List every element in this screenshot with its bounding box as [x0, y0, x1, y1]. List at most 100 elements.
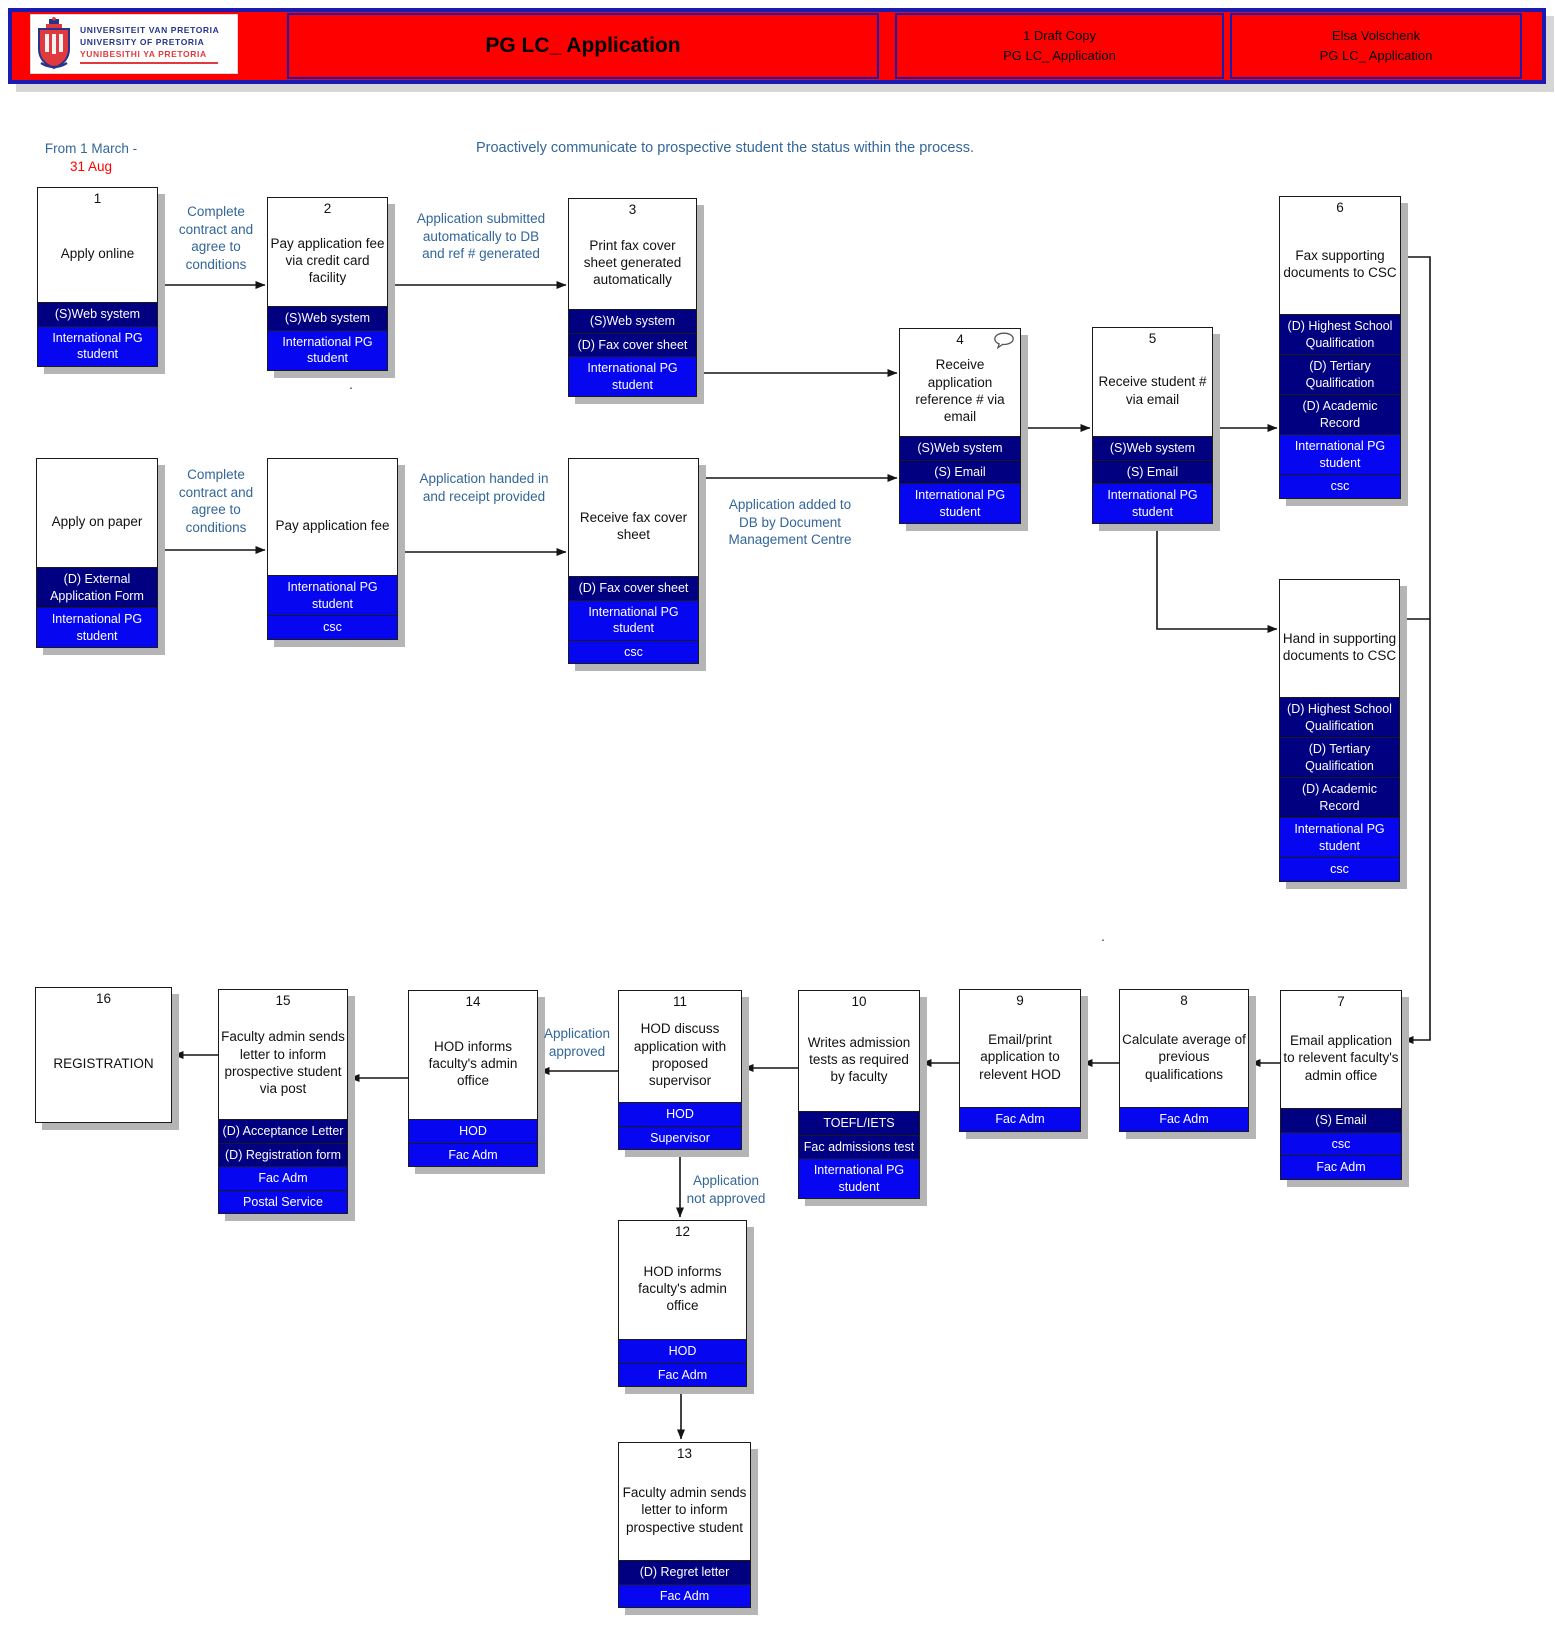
- edge-label-line: conditions: [185, 519, 247, 535]
- edge-label-line: contract and: [178, 484, 254, 500]
- node-number: 1: [93, 191, 102, 206]
- node-label: Calculate average of previous qualificat…: [1120, 1011, 1248, 1107]
- node-tag: Fac admissions test: [798, 1135, 920, 1159]
- node-number: 5: [1148, 331, 1157, 346]
- node-number: 11: [672, 994, 687, 1009]
- node-tag: (D) Tertiary Qualification: [1279, 355, 1401, 395]
- node-tag: csc: [1279, 858, 1400, 882]
- node-number: [569, 459, 698, 480]
- node-tag: Postal Service: [218, 1190, 348, 1214]
- node-label: Faculty admin sends letter to inform pro…: [619, 1464, 750, 1560]
- node-label-text: Email application to relevent faculty's …: [1283, 1033, 1399, 1083]
- node-label: Apply online: [38, 209, 157, 302]
- node-tag: (S)Web system: [568, 310, 697, 334]
- edge-label-line: agree to: [191, 239, 241, 255]
- node-tag: (D) Academic Record: [1279, 778, 1400, 818]
- edge-label-line: Management Centre: [728, 532, 852, 548]
- node-number: 2: [323, 201, 332, 216]
- node-tag: (S)Web system: [37, 303, 158, 327]
- node-apply-on-paper[interactable]: Apply on paper(D) External Application F…: [36, 458, 158, 648]
- node-label-text: Receive student # via email: [1098, 374, 1207, 407]
- author-line-2: PG LC_ Application: [1319, 48, 1433, 63]
- node-number: [1280, 580, 1399, 601]
- node-label: Print fax cover sheet generated automati…: [569, 220, 696, 309]
- node-tag: (D) Academic Record: [1279, 395, 1401, 435]
- node-number: 10: [851, 994, 867, 1009]
- node-tag: International PG student: [1092, 484, 1213, 524]
- node-tag: (D) Fax cover sheet: [568, 333, 697, 357]
- annotation-proactive-note: Proactively communicate to prospective s…: [430, 139, 1020, 158]
- node-body: Receive fax cover sheet: [568, 458, 699, 577]
- node-tag: TOEFL/IETS: [798, 1112, 920, 1136]
- node-tag: International PG student: [1279, 818, 1400, 858]
- node-tag: (D) Acceptance Letter: [218, 1120, 348, 1144]
- annotation-dot-1: .: [344, 376, 358, 394]
- node-label-text: Pay application fee: [275, 517, 390, 533]
- node-number: 14: [465, 994, 481, 1009]
- node-label-text: Apply on paper: [51, 513, 143, 529]
- version-line-2: PG LC_ Application: [1003, 48, 1116, 63]
- node-number: 6: [1336, 200, 1344, 215]
- node-label-text: Apply online: [60, 245, 135, 261]
- node-label: Receive fax cover sheet: [569, 480, 698, 576]
- node-label: Writes admission tests as required by fa…: [799, 1012, 919, 1111]
- node-tag: HOD: [618, 1103, 742, 1127]
- node-hand-in-supporting-docs[interactable]: Hand in supporting documents to CSC(D) H…: [1279, 579, 1400, 882]
- node-tag: International PG student: [568, 357, 697, 397]
- author-box: Elsa Volschenk PG LC_ Application: [1230, 13, 1522, 79]
- node-tag: (S)Web system: [899, 437, 1021, 461]
- edge-label-line: DB by Document: [738, 514, 842, 530]
- annotation-line: 31 Aug: [69, 158, 113, 174]
- node-receive-fax-cover[interactable]: Receive fax cover sheet(D) Fax cover she…: [568, 458, 699, 664]
- node-tag: csc: [568, 640, 699, 664]
- connector-line: [1156, 505, 1278, 633]
- node-tag: (D) Fax cover sheet: [568, 577, 699, 601]
- node-label: Faculty admin sends letter to inform pro…: [219, 1011, 347, 1119]
- node-label-text: REGISTRATION: [53, 1055, 154, 1071]
- node-number: 8: [1180, 993, 1188, 1008]
- node-tag: HOD: [618, 1340, 747, 1364]
- edge-label-line: Complete: [187, 204, 245, 219]
- node-label: Pay application fee: [268, 480, 397, 575]
- node-label-text: Print fax cover sheet generated automati…: [583, 237, 682, 288]
- version-line-1: 1 Draft Copy: [1023, 27, 1096, 43]
- node-tag: International PG student: [798, 1159, 920, 1199]
- node-tag: (S)Web system: [1092, 437, 1213, 461]
- logo-underline: [80, 61, 218, 64]
- node-tag: (S)Web system: [267, 307, 388, 331]
- node-tag: csc: [1279, 475, 1401, 499]
- node-tag: (D) Registration form: [218, 1143, 348, 1167]
- node-label-text: Faculty admin sends letter to inform pro…: [221, 1029, 345, 1097]
- node-tag: International PG student: [267, 576, 398, 616]
- node-label: HOD discuss application with proposed su…: [619, 1012, 741, 1102]
- logo-line-2: UNIVERSITY OF PRETORIA: [80, 36, 205, 47]
